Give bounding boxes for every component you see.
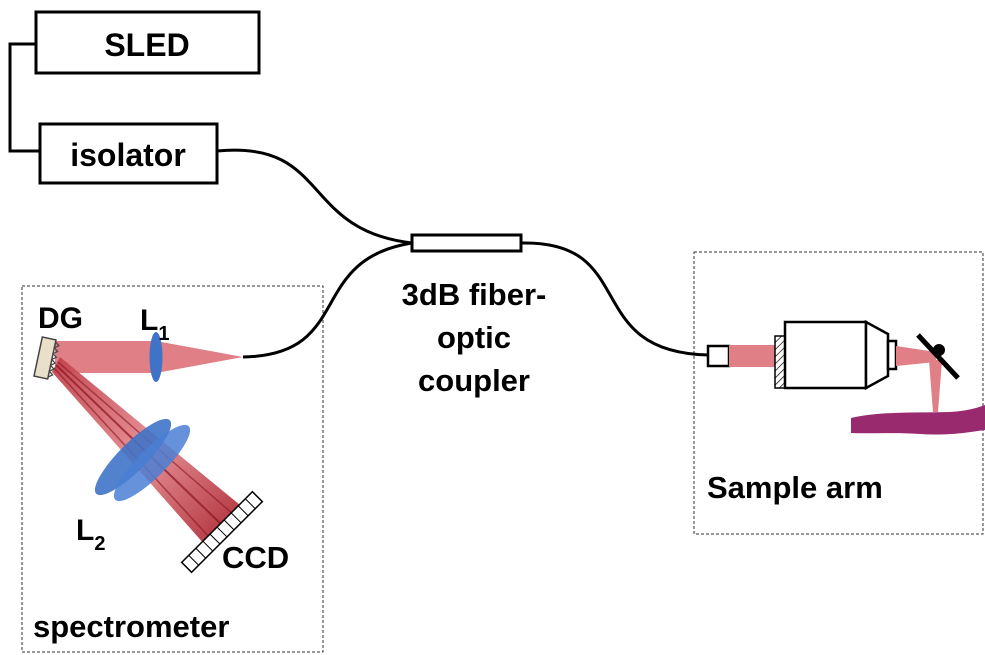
grating-label: DG <box>38 302 83 335</box>
coupler-label-line1: 3dB fiber- <box>402 277 547 312</box>
lens-l1-label: L1 <box>140 304 169 345</box>
spectrometer-region <box>21 285 324 653</box>
diffraction-grating <box>33 336 60 380</box>
sample-beam <box>729 345 775 367</box>
fiber-isolator-coupler <box>216 148 413 245</box>
coupler-label-line2: optic <box>437 320 511 355</box>
spectrometer-label: spectrometer <box>33 609 229 644</box>
sample-arm-region <box>693 251 984 535</box>
fiber-collimator <box>706 344 731 368</box>
isolator-label: isolator <box>70 137 186 173</box>
sample-beam-down <box>929 360 942 412</box>
fiber-coupler-spectrometer <box>242 241 413 359</box>
fiber-coupler <box>410 233 523 253</box>
beam-collimated <box>55 341 243 373</box>
sled-label: SLED <box>104 27 189 63</box>
sample-arm-label: Sample arm <box>707 470 883 505</box>
ccd-label: CCD <box>222 540 289 575</box>
sample-beam-out <box>896 346 936 366</box>
sample-filter <box>774 335 786 389</box>
lens-l2 <box>94 418 191 502</box>
objective-lens <box>783 319 898 391</box>
lens-l2-label: L2 <box>76 514 105 555</box>
sled-source: SLED <box>34 10 261 75</box>
ccd-camera <box>180 490 264 574</box>
lens-l1 <box>149 332 163 382</box>
fiber-coupler-sample <box>520 241 709 357</box>
scanning-mirror <box>916 333 960 380</box>
tissue-sample <box>851 405 985 435</box>
coupler-label-line3: coupler <box>418 363 530 398</box>
fiber-sled-isolator <box>8 42 40 153</box>
isolator: isolator <box>38 122 219 185</box>
